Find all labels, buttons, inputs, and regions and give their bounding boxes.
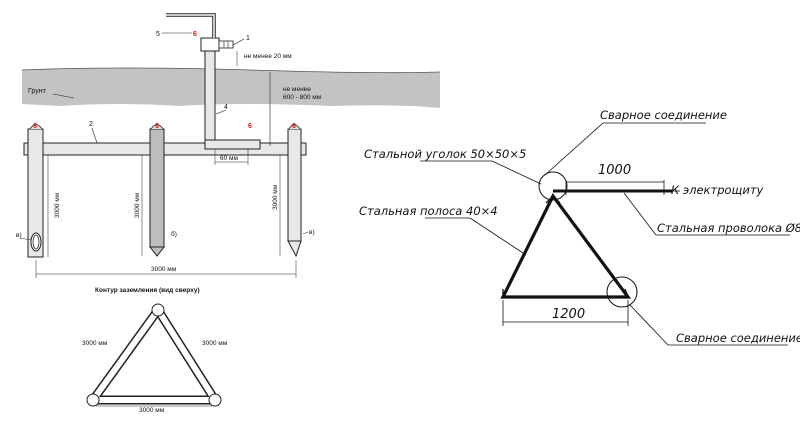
rod3-length: 3000 мм [272,184,279,210]
top-view: Контур заземления (вид сверху) 3000 мм 3… [82,287,228,414]
rod2-length: 3000 мм [134,192,141,218]
label-v-right: в) [309,229,315,236]
label-b: б) [171,230,177,238]
angle-label: Стальной уголок 50×50×5 [364,147,526,161]
label-5: 5 [156,31,160,38]
soil-layer [21,67,441,108]
top-view-title: Контур заземления (вид сверху) [95,287,200,294]
weld-bottom-label: Сварное соединение [676,331,800,345]
conductor-5 [166,13,216,38]
bolt-clamp [200,37,234,52]
weld-marker-rod2: 6 [155,123,159,130]
ground-rod-2 [148,124,166,257]
top-right-length: 3000 мм [202,340,228,347]
to-panel-label: К электрощиту [671,183,764,197]
weld-top-label: Сварное соединение [600,108,727,122]
ground-rod-3 [287,124,302,258]
depth-label-line1: не менее [283,86,311,93]
length-1200: 1200 [552,307,585,322]
weld-marker-riser: 6 [248,123,252,130]
label-v-left: в) [16,232,22,239]
depth-label-line2: 600 - 800 мм [283,94,322,101]
span-3000mm: 3000 мм [151,266,177,273]
weld-circle-bottom [606,276,638,308]
horizontal-strip [23,142,307,156]
min-20mm-label: не менее 20 мм [244,53,292,60]
weld-marker-top: 6 [193,31,197,38]
side-section: Грунт 6 6 6 6 6 [16,13,441,278]
ground-label: Грунт [28,88,47,95]
weld-marker-rod3: 6 [292,123,296,130]
top-left-length: 3000 мм [82,340,108,347]
label-1: 1 [246,35,250,42]
top-rod-left [86,393,100,407]
weld-markers: 6 6 6 6 6 [33,31,296,130]
label-2: 2 [89,121,93,128]
weld-marker-rod1: 6 [33,123,37,130]
weld-circle-top [538,171,568,201]
wire-label: Стальная проволока Ø8–10 [657,221,800,235]
label-4: 4 [224,104,228,111]
top-rod-apex [151,303,165,317]
top-bottom-length: 3000 мм [139,407,165,414]
steel-strip-triangle [500,192,632,299]
length-1000: 1000 [598,163,631,178]
dim-60mm: 60 мм [220,155,239,162]
ground-rod-1 [27,124,44,258]
triangle-scheme: 1000 Сварное соединение Стальной уголок … [359,108,800,346]
rod1-length: 3000 мм [54,192,61,218]
top-rod-right [208,393,222,407]
strip-label: Стальная полоса 40×4 [359,204,498,218]
